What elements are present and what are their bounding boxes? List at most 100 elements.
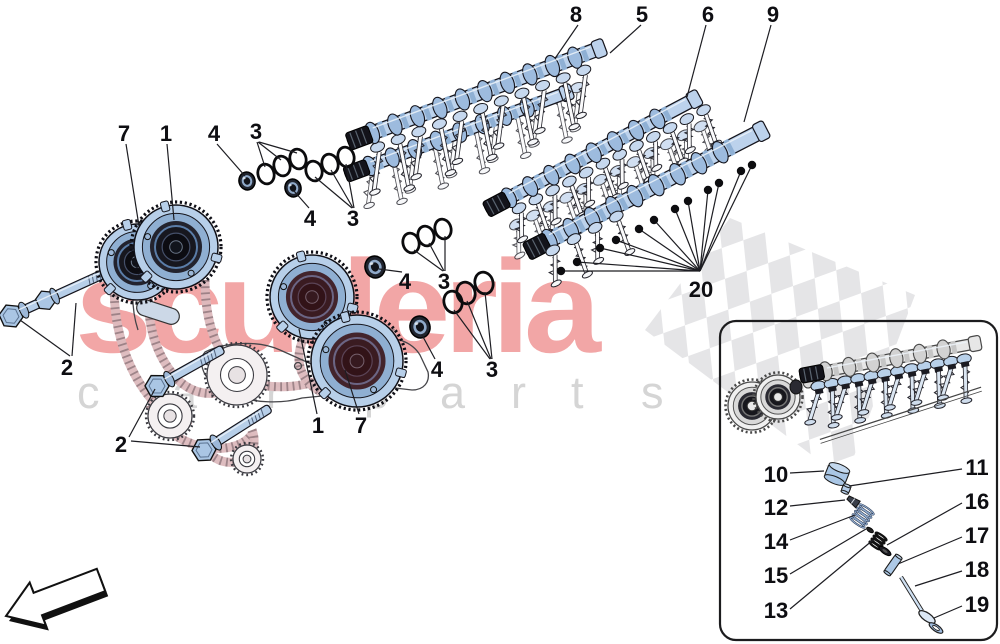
camshaft-variator-gear: [265, 250, 359, 344]
leader-line: [914, 570, 963, 587]
callout-4: 4: [431, 357, 444, 382]
o-ring: [272, 154, 292, 178]
leader-line: [298, 328, 318, 415]
o-ring: [416, 224, 436, 248]
valve-head: [918, 609, 936, 625]
callout-3: 3: [347, 206, 359, 231]
valve-part: [840, 483, 852, 495]
tappet-dot: [572, 257, 582, 267]
leader-line: [789, 539, 874, 610]
o-ring: [433, 217, 453, 241]
leader-line: [789, 528, 867, 575]
callout-14: 14: [764, 529, 789, 554]
leader-line: [789, 499, 846, 507]
callout-17: 17: [965, 523, 989, 548]
fan-line: [576, 261, 701, 272]
camshaft-variator-gear: [129, 200, 223, 294]
fan-line: [615, 239, 701, 272]
callout-7: 7: [118, 121, 130, 146]
callout-2: 2: [115, 432, 127, 457]
shaft-seal: [238, 171, 256, 191]
timing-sprocket: [144, 390, 196, 442]
tappet-callout-fan: [556, 160, 757, 276]
leader-line: [19, 319, 71, 357]
leader-line: [421, 334, 436, 360]
fan-line: [653, 219, 701, 272]
leader-line: [789, 470, 825, 474]
leader-line: [330, 169, 354, 209]
callout-3: 3: [486, 357, 498, 382]
leader-line: [257, 141, 282, 161]
callout-11: 11: [965, 455, 988, 480]
watermark-letter: a: [440, 367, 466, 418]
mechanical-artwork: [0, 38, 999, 642]
tappet-dot: [595, 243, 605, 253]
leader-line: [848, 468, 963, 487]
fixing-bolt: [191, 404, 272, 462]
callout-1: 1: [312, 413, 324, 438]
callout-18: 18: [965, 557, 989, 582]
checkered-flag-watermark: [645, 218, 915, 480]
leader-line: [609, 24, 642, 54]
o-ring: [304, 159, 324, 183]
leader-line: [216, 143, 246, 177]
leader-line: [897, 536, 963, 565]
leader-line: [71, 302, 77, 357]
watermark-letter: t: [571, 367, 584, 418]
leader-line: [345, 163, 355, 209]
leader-line: [466, 300, 492, 360]
leader-line: [125, 143, 140, 227]
fan-line: [674, 208, 701, 272]
fan-line: [638, 228, 701, 272]
leader-line: [743, 24, 772, 123]
tappet-dot: [714, 178, 724, 188]
timing-sprocket: [203, 341, 271, 409]
leader-line: [686, 24, 707, 98]
o-ring: [288, 147, 308, 171]
leader-line: [128, 388, 156, 438]
tappet-dot: [611, 235, 621, 245]
callout-15: 15: [764, 563, 788, 588]
leader-line: [166, 143, 175, 221]
leader-line: [130, 440, 201, 448]
o-ring: [473, 270, 495, 296]
callout-5: 5: [636, 2, 648, 27]
leader-line: [453, 309, 491, 360]
o-ring: [336, 145, 356, 169]
direction-arrow: [4, 567, 109, 631]
variator-gear-inset: [752, 371, 804, 423]
callout-9: 9: [767, 2, 779, 27]
shaft-seal: [364, 255, 386, 279]
leader-line: [314, 176, 353, 209]
fan-line: [699, 164, 753, 272]
tappet-dot: [556, 266, 566, 276]
tappet-dot: [649, 215, 659, 225]
callout-4: 4: [208, 121, 221, 146]
tappet-dot: [747, 160, 757, 170]
fan-line: [687, 200, 701, 272]
callout-19: 19: [965, 592, 989, 617]
callout-3: 3: [438, 269, 450, 294]
checker-band: [645, 218, 915, 480]
valve-spring: [849, 503, 875, 529]
leader-line: [933, 605, 963, 619]
leader-line: [428, 242, 445, 272]
leader-line: [378, 268, 403, 273]
orings-and-seals: [238, 145, 495, 339]
watermark-letter: c: [77, 367, 100, 418]
leader-line: [256, 141, 266, 168]
tappet-dot: [683, 196, 693, 206]
spring-seat-washer: [878, 545, 892, 557]
camshaft: [522, 120, 771, 260]
callout-8: 8: [570, 2, 582, 27]
leader-line: [555, 24, 579, 58]
timing-sprocket: [229, 441, 265, 477]
callout-10: 10: [764, 462, 788, 487]
tappet-dot: [634, 224, 644, 234]
callout-16: 16: [965, 489, 989, 514]
cover-hole: [293, 361, 303, 371]
callout-6: 6: [702, 2, 714, 27]
